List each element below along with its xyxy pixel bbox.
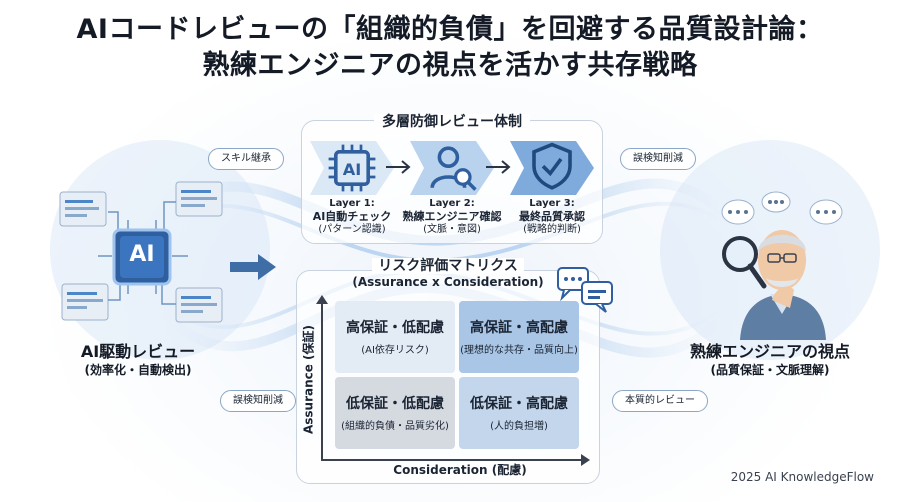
code-window-top-left: [59, 191, 107, 227]
ai-chip-illustration: [59, 181, 223, 323]
engineer-side-title: 熟練エンジニアの視点: [689, 342, 850, 361]
y-axis-line: [321, 301, 323, 461]
thought-bubbles: [721, 191, 843, 225]
code-window-bottom-left: [61, 283, 109, 321]
pill-skill-transfer: スキル継承: [208, 148, 284, 170]
svg-text:AI: AI: [343, 160, 362, 179]
title-line-2: 熟練エンジニアの視点を活かす共存戦略: [202, 50, 698, 81]
ai-chip-icon: AI: [328, 144, 376, 192]
x-axis-arrowhead: [581, 454, 590, 466]
pill-essential-review: 本質的レビュー: [612, 390, 708, 412]
risk-matrix-subtitle: (Assurance x Consideration): [352, 275, 544, 289]
x-axis-line: [321, 459, 583, 461]
magnifier-lens: [722, 236, 758, 272]
risk-matrix-title: リスク評価マトリクス: [297, 257, 599, 275]
ai-side-subtitle: (効率化・自動検出): [84, 363, 192, 377]
layer-1-shape: AI: [310, 141, 394, 195]
layer-3-shape: [510, 141, 594, 195]
flow-arrow-right-icon: [230, 254, 276, 280]
risk-matrix-panel: リスク評価マトリクス (Assurance x Consideration) A…: [296, 258, 600, 484]
x-axis-label: Consideration (配慮): [393, 463, 527, 477]
engineer-side-subtitle: (品質保証・文脈理解): [710, 363, 830, 377]
pill-false-positive-reduction-bottom: 誤検知削減: [220, 390, 296, 412]
layer-1-label: Layer 1: AI自動チェック (パターン認識): [312, 198, 392, 235]
title-line-1: AIコードレビューの「組織的負債」を回避する品質設計論：: [76, 14, 824, 45]
pill-false-positive-reduction-top: 誤検知削減: [620, 148, 696, 170]
defense-panel-title: 多層防御レビュー体制: [302, 111, 602, 131]
layer-2-label: Layer 2: 熟練エンジニア確認 (文脈・意図): [402, 198, 502, 235]
y-axis-label: Assurance (保証): [301, 324, 316, 435]
ai-chip-label: AI: [129, 242, 155, 267]
senior-engineer-illustration: [721, 191, 843, 340]
layer-arrow-2-icon: [486, 160, 511, 174]
code-window-top-right: [175, 181, 223, 217]
ai-side-label: AI駆動レビュー (効率化・自動検出): [38, 342, 238, 378]
defense-panel: 多層防御レビュー体制 AI: [301, 114, 603, 244]
quality-badge-icon: [532, 142, 572, 190]
layer-2-shape: [410, 141, 494, 195]
code-window-bottom-right: [175, 287, 223, 323]
layer-arrow-1-icon: [386, 160, 411, 174]
matrix-cell-high-assurance-high-consideration: 高保証・高配慮 (理想的な共存・品質向上): [459, 301, 579, 373]
layer-3-label: Layer 3: 最終品質承認 (戦略的判断): [519, 198, 585, 235]
matrix-cell-high-assurance-low-consideration: 高保証・低配慮 (AI依存リスク): [335, 301, 455, 373]
matrix-cell-low-assurance-high-consideration: 低保証・高配慮 (人的負担増): [459, 377, 579, 449]
ai-side-title: AI駆動レビュー: [80, 342, 196, 361]
y-axis-arrowhead: [316, 295, 328, 304]
matrix-cell-low-assurance-low-consideration: 低保証・低配慮 (組織的負債・品質劣化): [335, 377, 455, 449]
page-title: AIコードレビューの「組織的負債」を回避する品質設計論： 熟練エンジニアの視点を…: [0, 12, 900, 84]
engineer-magnifier-icon: [430, 146, 477, 191]
engineer-side-label: 熟練エンジニアの視点 (品質保証・文脈理解): [660, 342, 880, 378]
speech-bubbles-icon: [557, 267, 613, 313]
footer-credit: 2025 AI KnowledgeFlow: [730, 470, 874, 484]
